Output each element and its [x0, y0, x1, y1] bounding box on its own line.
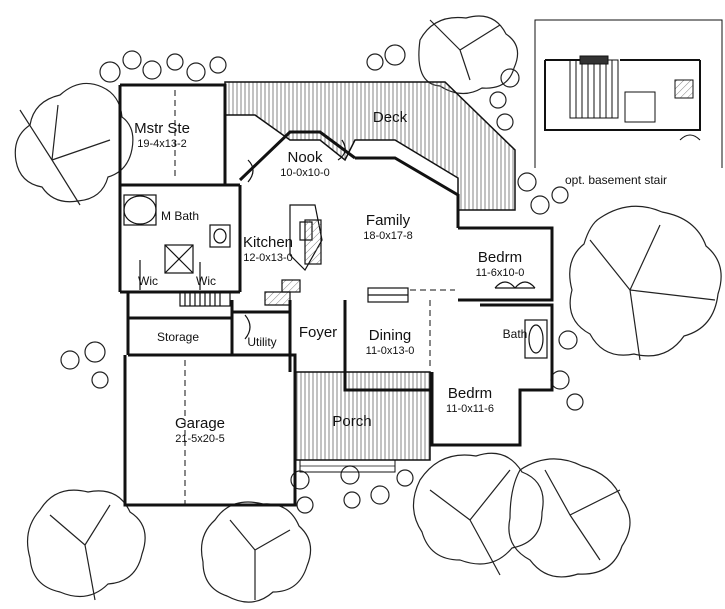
interior-details	[123, 139, 548, 359]
room-name: Family	[366, 212, 411, 229]
tree-bottom-right	[412, 452, 631, 578]
room-name: M Bath	[161, 209, 199, 223]
room-family: Family 18-0x17-8	[363, 212, 413, 242]
dashed-lines	[174, 90, 455, 505]
room-name: Storage	[157, 330, 199, 344]
room-name: Dining	[369, 327, 412, 344]
room-name: Bedrm	[478, 249, 522, 266]
room-name: Porch	[332, 413, 371, 430]
room-name: Wic	[138, 274, 158, 288]
room-name: Utility	[247, 335, 276, 349]
room-deck: Deck	[373, 109, 408, 126]
room-bedrm-lower: Bedrm 11-0x11-6	[446, 385, 494, 415]
room-m-bath: M Bath	[161, 209, 199, 223]
room-dimension: 11-0x13-0	[366, 345, 415, 357]
room-name: Bedrm	[448, 385, 492, 402]
room-name: Mstr Ste	[134, 120, 190, 137]
room-dining: Dining 11-0x13-0	[366, 327, 415, 357]
tree-top-left-shrubs	[99, 50, 227, 83]
room-bedrm-upper: Bedrm 11-6x10-0	[476, 249, 525, 279]
basement-stair-caption: opt. basement stair	[565, 173, 667, 187]
room-labels: Mstr Ste 19-4x13-2 Deck Nook 10-0x10-0 M…	[134, 109, 667, 445]
room-name: Kitchen	[243, 234, 293, 251]
room-dimension: 18-0x17-8	[363, 230, 413, 242]
room-dimension: 21-5x20-5	[175, 433, 225, 445]
deck-area	[224, 81, 516, 211]
inset-caption: opt. basement stair	[565, 173, 667, 187]
tree-bottom-left	[27, 489, 312, 603]
room-name: Nook	[287, 149, 323, 166]
room-mstr-ste: Mstr Ste 19-4x13-2	[134, 120, 190, 150]
room-wic-right: Wic	[196, 274, 216, 288]
room-utility: Utility	[247, 335, 276, 349]
room-dimension: 11-0x11-6	[446, 403, 494, 415]
room-name: Bath	[503, 327, 528, 341]
room-dimension: 12-0x13-0	[243, 252, 293, 264]
room-dimension: 11-6x10-0	[476, 267, 525, 279]
room-dimension: 10-0x10-0	[280, 167, 330, 179]
room-nook: Nook 10-0x10-0	[280, 149, 330, 179]
room-porch: Porch	[332, 413, 371, 430]
basement-stair-inset	[534, 19, 723, 168]
room-name: Deck	[373, 109, 408, 126]
room-storage: Storage	[157, 330, 199, 344]
porch-area	[294, 371, 431, 473]
room-bath: Bath	[503, 327, 528, 341]
room-dimension: 19-4x13-2	[137, 138, 187, 150]
room-name: Garage	[175, 415, 225, 432]
shrubs-top-row	[366, 44, 520, 131]
room-kitchen: Kitchen 12-0x13-0	[243, 234, 293, 264]
stairs	[179, 291, 231, 307]
tree-right-large	[569, 205, 722, 361]
walls	[118, 83, 554, 507]
room-name: Foyer	[299, 324, 337, 341]
room-name: Wic	[196, 274, 216, 288]
room-foyer: Foyer	[299, 324, 337, 341]
tree-left-large	[14, 82, 134, 206]
room-garage: Garage 21-5x20-5	[175, 415, 225, 445]
room-wic-left: Wic	[138, 274, 158, 288]
